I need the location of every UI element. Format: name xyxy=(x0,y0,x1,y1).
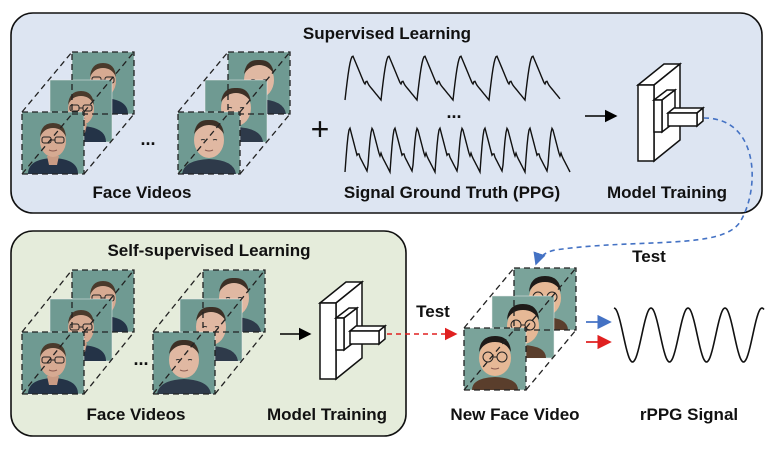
video-frame xyxy=(463,327,527,391)
signal-ellipsis: ... xyxy=(446,102,461,122)
plus-sign: + xyxy=(311,111,330,147)
video-stack-outline xyxy=(21,269,135,395)
test-arrow-blue-dashed xyxy=(533,117,753,266)
self-supervised-title: Self-supervised Learning xyxy=(107,241,310,260)
video-frame xyxy=(21,111,85,175)
new-face-video-stack xyxy=(463,267,577,391)
video-frame xyxy=(152,331,216,395)
ellipsis: ... xyxy=(133,349,148,369)
new-face-video-label: New Face Video xyxy=(450,405,579,424)
model-icon xyxy=(317,280,388,381)
face-videos-label: Face Videos xyxy=(87,405,186,424)
rppg-signal-label: rPPG Signal xyxy=(640,405,738,424)
ppg-waveform xyxy=(344,55,561,102)
face-video-stack xyxy=(177,51,291,175)
video-frame xyxy=(177,111,241,175)
ellipsis: ... xyxy=(140,129,155,149)
signal-ground-truth-label: Signal Ground Truth (PPG) xyxy=(344,183,560,202)
video-stack-outline xyxy=(21,51,135,175)
ppg-waveform xyxy=(344,126,571,175)
test-label-top: Test xyxy=(632,247,666,266)
video-frame xyxy=(21,331,85,395)
face-video-stack xyxy=(21,269,135,395)
video-stack-outline xyxy=(463,267,577,391)
model-icon xyxy=(635,62,706,163)
rppg-waveform xyxy=(613,307,765,363)
model-training-label: Model Training xyxy=(607,183,727,202)
video-stack-outline xyxy=(152,269,266,395)
face-videos-label: Face Videos xyxy=(93,183,192,202)
model-training-label: Model Training xyxy=(267,405,387,424)
supervised-title: Supervised Learning xyxy=(303,24,471,43)
test-label-mid: Test xyxy=(416,302,450,321)
face-video-stack xyxy=(21,51,135,175)
face-video-stack xyxy=(152,269,266,395)
video-stack-outline xyxy=(177,51,291,175)
